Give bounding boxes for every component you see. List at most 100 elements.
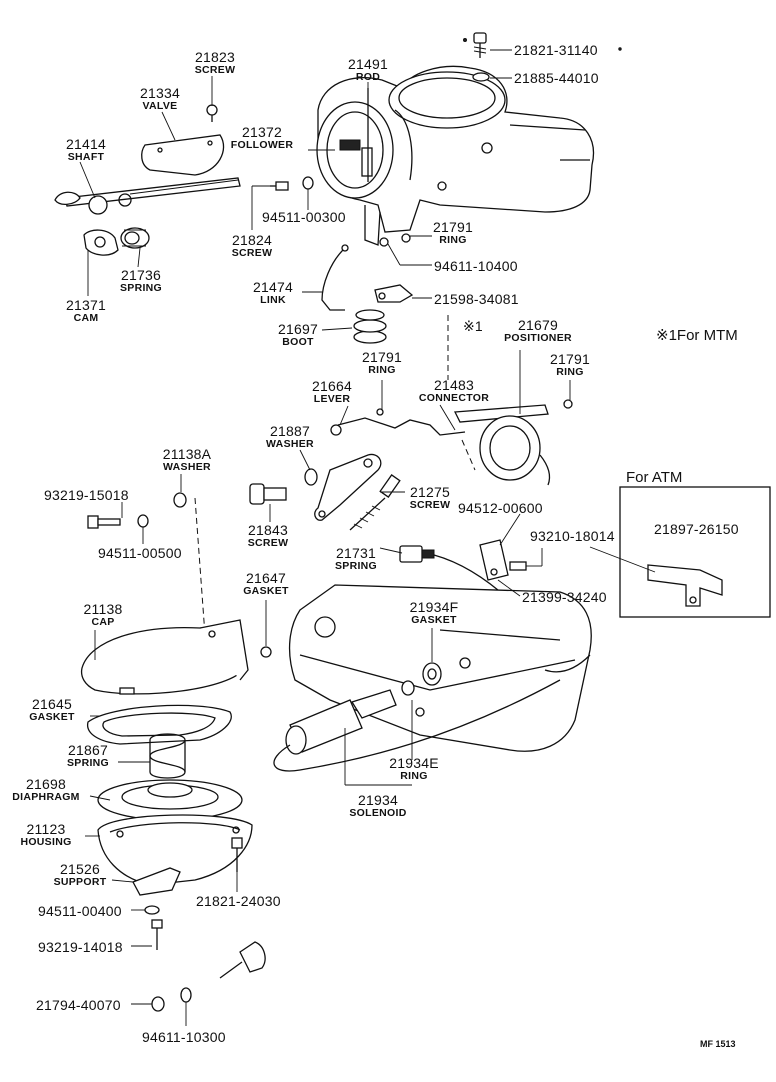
- part-number: 21824: [232, 232, 272, 248]
- ring-21934E-drawing: [401, 680, 415, 696]
- label-21821-31140: 21821-31140: [514, 42, 598, 58]
- label-21823: 21823 SCREW: [195, 50, 236, 76]
- label-21275: 21275 SCREW: [410, 485, 451, 511]
- label-21371: 21371 CAM: [66, 298, 106, 324]
- cam-21371-drawing: [83, 229, 119, 256]
- label-21791-middle: 21791 RING: [362, 350, 402, 376]
- part-name: FOLLOWER: [230, 138, 294, 151]
- ring-21791-upper-drawing: [401, 233, 411, 243]
- part-name: LEVER: [313, 392, 351, 405]
- label-21843: 21843 SCREW: [248, 523, 289, 549]
- part-number: 21731: [336, 545, 376, 561]
- label-21647: 21647 GASKET: [243, 571, 289, 597]
- label-93219-15018: 93219-15018: [44, 487, 129, 503]
- mtm-ref-mark: ※1: [463, 318, 483, 334]
- atm-frame: [619, 486, 771, 618]
- screw-21821-24030-drawing: [231, 837, 243, 872]
- label-21123: 21123 HOUSING: [20, 822, 71, 848]
- part-number: 21791: [362, 349, 402, 365]
- part-name: SPRING: [66, 756, 110, 769]
- part-name: SPRING: [334, 559, 378, 572]
- spring-21867-drawing: [149, 733, 186, 779]
- label-21885-44010: 21885-44010: [514, 70, 599, 86]
- label-93219-14018: 93219-14018: [38, 939, 123, 955]
- part-name: VALVE: [142, 99, 178, 112]
- label-21821-24030: 21821-24030: [196, 893, 281, 909]
- spring-21731-drawing: [349, 497, 386, 531]
- label-94611-10400: 94611-10400: [434, 258, 518, 274]
- support-21526-drawing: [132, 867, 181, 896]
- washer-21887-drawing: [304, 468, 318, 486]
- part-number: 21934F: [409, 599, 459, 615]
- part-name: BOOT: [282, 335, 314, 348]
- label-21372: 21372 FOLLOWER: [231, 125, 293, 151]
- part-number: 21275: [410, 484, 450, 500]
- label-21645: 21645 GASKET: [29, 697, 75, 723]
- cap-21138-drawing: [80, 619, 249, 695]
- part-number: 21791: [433, 219, 473, 235]
- screw-21843-drawing: [249, 483, 287, 505]
- part-name: CAM: [73, 311, 99, 324]
- positioner-21679-drawing: [453, 399, 573, 486]
- housing-21123-drawing: [97, 814, 253, 886]
- screw-93210-18014-drawing: [509, 561, 527, 571]
- screw-21823-drawing: [206, 104, 218, 122]
- part-number: 21736: [121, 267, 161, 283]
- valve-21334-drawing: [141, 134, 225, 176]
- label-21598-34081: 21598-34081: [434, 291, 519, 307]
- part-number: 21934: [358, 792, 398, 808]
- part-name: SCREW: [231, 246, 273, 259]
- part-name: LINK: [260, 293, 286, 306]
- part-name: SOLENOID: [349, 806, 407, 819]
- label-94511-00300: 94511-00300: [262, 209, 346, 225]
- part-name: HOUSING: [20, 835, 72, 848]
- spring-21736-drawing: [120, 227, 150, 249]
- part-number: 21697: [278, 321, 318, 337]
- part-name: SCREW: [194, 63, 236, 76]
- label-94511-00400: 94511-00400: [38, 903, 122, 919]
- dot-mark: [618, 47, 622, 51]
- part-name: ROD: [355, 70, 381, 83]
- part-number: 21823: [195, 49, 235, 65]
- part-number: 21526: [60, 861, 100, 877]
- part-number: 21483: [434, 377, 474, 393]
- bracket-21897-26150-drawing: [647, 564, 723, 607]
- label-21664: 21664 LEVER: [312, 379, 352, 405]
- part-name: WASHER: [163, 460, 211, 473]
- label-21483: 21483 CONNECTOR: [419, 378, 489, 404]
- part-name: SUPPORT: [53, 875, 107, 888]
- screw-93219-15018-drawing: [87, 515, 121, 529]
- part-number: 21123: [26, 821, 66, 837]
- screw-21824-drawing: [270, 181, 289, 191]
- carburetor-body-drawing: [316, 65, 594, 246]
- label-94511-00500: 94511-00500: [98, 545, 182, 561]
- label-21736: 21736 SPRING: [120, 268, 162, 294]
- label-21138A: 21138A WASHER: [163, 447, 211, 473]
- washer-94511-00400-drawing: [144, 905, 160, 915]
- part-name: CAP: [91, 615, 115, 628]
- part-number: 21647: [246, 570, 286, 586]
- boot-21697-drawing: [353, 309, 387, 344]
- part-name: SCREW: [409, 498, 451, 511]
- label-21934E: 21934E RING: [389, 756, 438, 782]
- shaft-21414-drawing: [54, 177, 241, 215]
- part-number: 21371: [66, 297, 106, 313]
- part-number: 21372: [242, 124, 282, 140]
- part-number: 21867: [68, 742, 108, 758]
- part-name: SHAFT: [67, 150, 105, 163]
- part-number: 21843: [248, 522, 288, 538]
- part-number: 21645: [32, 696, 72, 712]
- atm-leader: [589, 546, 656, 573]
- note-for-mtm: ※1For MTM: [656, 327, 738, 344]
- label-21491: 21491 ROD: [348, 57, 388, 83]
- tool-drawing: [219, 941, 266, 979]
- label-21697: 21697 BOOT: [278, 322, 318, 348]
- part-name: GASKET: [29, 710, 75, 723]
- part-number: 21138A: [162, 446, 212, 462]
- label-21731: 21731 SPRING: [335, 546, 377, 572]
- nut-21794-40070-drawing: [151, 996, 165, 1012]
- part-name: WASHER: [266, 437, 314, 450]
- part-number: 21791: [550, 351, 590, 367]
- part-name: GASKET: [411, 613, 457, 626]
